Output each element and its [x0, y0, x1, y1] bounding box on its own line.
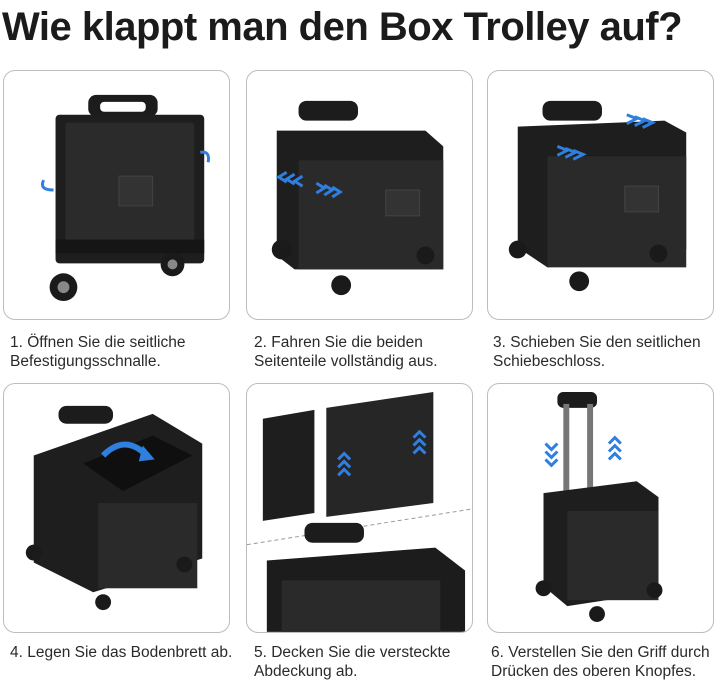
- step-3-line1: 3. Schieben Sie den seitlichen: [493, 334, 701, 351]
- step-4-image: [3, 383, 230, 633]
- slide-lock-chevrons-icon: [556, 113, 657, 161]
- step-5-line1: 5. Decken Sie die versteckte: [254, 644, 451, 661]
- step-2-line1: 2. Fahren Sie die beiden: [254, 334, 423, 351]
- step-3-line2: Schiebeschloss.: [493, 353, 606, 370]
- step-3-caption: 3. Schieben Sie den seitlichen Schiebesc…: [493, 333, 720, 371]
- step-5-line2: Abdeckung ab.: [254, 663, 358, 680]
- curved-arrow-icon: [101, 441, 155, 462]
- step-1-caption: 1. Öffnen Sie die seitliche Befestigungs…: [10, 333, 237, 371]
- page-title: Wie klappt man den Box Trolley auf?: [2, 5, 683, 49]
- step-2-image: [246, 70, 473, 320]
- slide-out-chevrons-icon: [275, 170, 343, 199]
- up-down-chevrons-icon: [544, 435, 622, 468]
- step-5-caption: 5. Decken Sie die versteckte Abdeckung a…: [254, 643, 481, 681]
- step-1-line1: 1. Öffnen Sie die seitliche: [10, 334, 186, 351]
- fold-open-arrows-icon: [40, 150, 210, 192]
- step-6-line2: Drücken des oberen Knopfes.: [491, 663, 697, 680]
- step-1-line2: Befestigungsschnalle.: [10, 353, 161, 370]
- step-2-caption: 2. Fahren Sie die beiden Seitenteile vol…: [254, 333, 481, 371]
- step-3-image: [487, 70, 714, 320]
- step-6-caption: 6. Verstellen Sie den Griff durch Drücke…: [491, 643, 718, 681]
- step-5-image: [246, 383, 473, 633]
- up-chevrons-icon: [337, 429, 427, 477]
- step-6-line1: 6. Verstellen Sie den Griff durch: [491, 644, 710, 661]
- step-1-image: [3, 70, 230, 320]
- step-2-line2: Seitenteile vollständig aus.: [254, 353, 438, 370]
- folded-trolley-illustration: [40, 94, 210, 302]
- step-6-image: [487, 383, 714, 633]
- step-4-caption: 4. Legen Sie das Bodenbrett ab.: [10, 643, 237, 662]
- step-4-line1: 4. Legen Sie das Bodenbrett ab.: [10, 644, 233, 661]
